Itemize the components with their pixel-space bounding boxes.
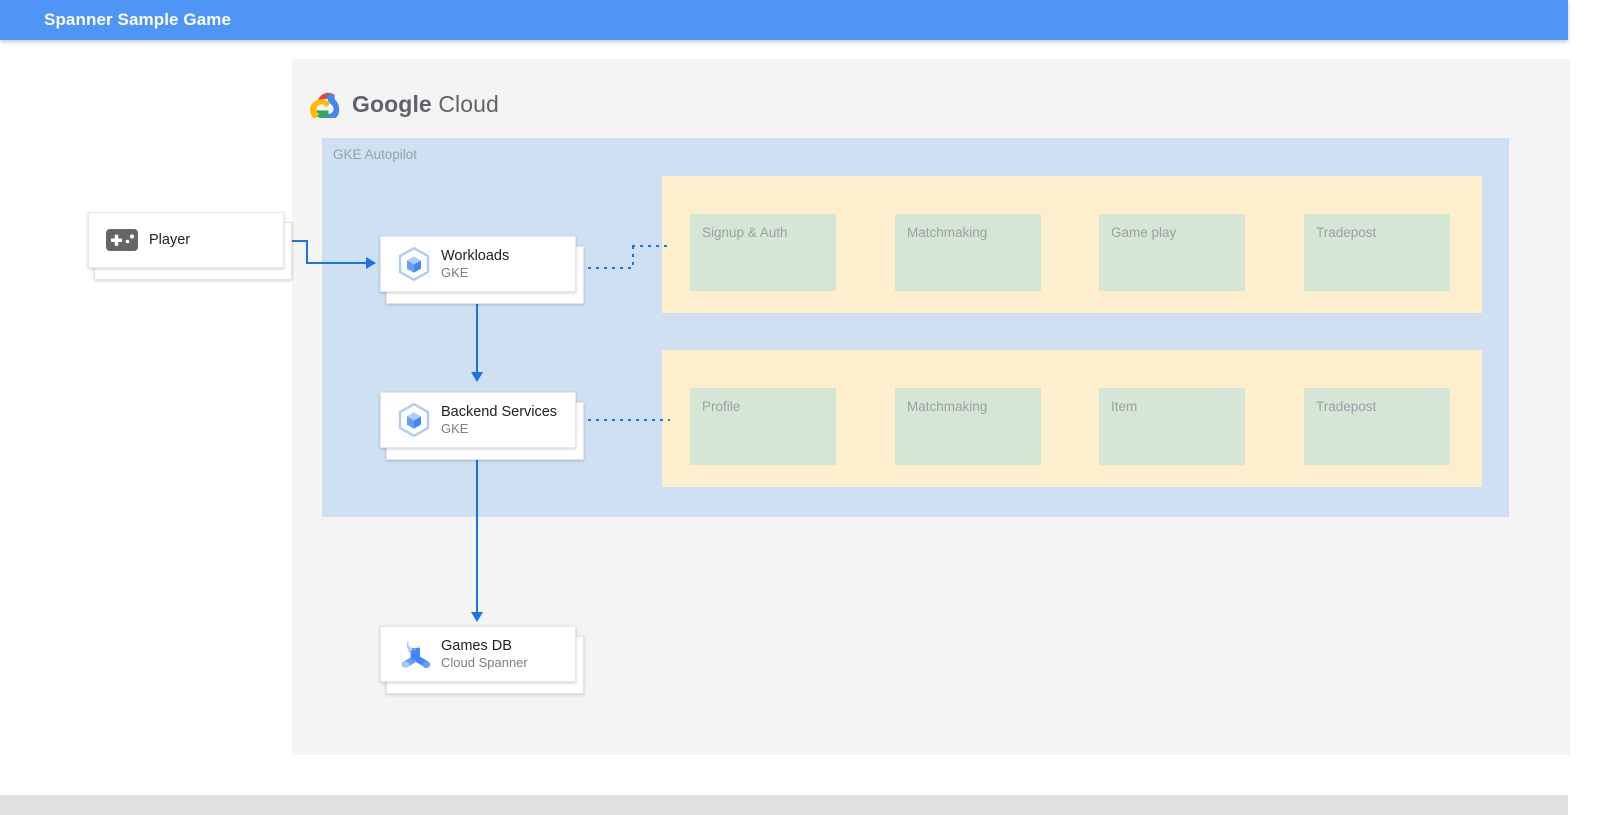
node-title: Backend Services — [441, 403, 558, 420]
service-box[interactable]: Profile — [690, 388, 836, 465]
node-workloads[interactable]: Workloads GKE — [380, 236, 584, 304]
node-title: Player — [149, 231, 191, 248]
app-title: Spanner Sample Game — [44, 10, 232, 29]
backend-services-group: Profile Matchmaking Item Tradepost — [662, 350, 1482, 487]
service-label: Tradepost — [1316, 399, 1377, 414]
gke-autopilot-label: GKE Autopilot — [333, 147, 418, 162]
node-text: Games DB Cloud Spanner — [441, 638, 528, 671]
node-title: Workloads — [441, 247, 510, 264]
service-label: Item — [1111, 399, 1138, 414]
node-games-db[interactable]: Games DB Cloud Spanner — [380, 626, 584, 694]
node-card[interactable]: Backend Services GKE — [380, 392, 576, 448]
node-card[interactable]: Player — [88, 212, 284, 268]
service-box[interactable]: Matchmaking — [895, 214, 1041, 291]
workloads-services-group: Signup & Auth Matchmaking Game play Trad… — [662, 176, 1482, 313]
node-player[interactable]: Player — [88, 212, 292, 280]
google-cloud-logo-icon — [310, 92, 340, 118]
service-box[interactable]: Matchmaking — [895, 388, 1041, 465]
wordmark-google: Google — [352, 91, 432, 117]
service-label: Game play — [1111, 225, 1177, 240]
app-bar: Spanner Sample Game — [0, 0, 1568, 40]
node-card[interactable]: Games DB Cloud Spanner — [380, 626, 576, 682]
service-box[interactable]: Game play — [1099, 214, 1245, 291]
gke-hexagon-icon — [393, 247, 435, 281]
gke-hexagon-icon — [393, 403, 435, 437]
node-title: Games DB — [441, 637, 512, 654]
service-label: Tradepost — [1316, 225, 1377, 240]
google-cloud-brand: Google Cloud — [310, 91, 499, 118]
node-subtitle: Cloud Spanner — [441, 654, 528, 670]
node-subtitle: GKE — [441, 264, 469, 280]
google-cloud-wordmark: Google Cloud — [352, 91, 499, 118]
node-text: Workloads GKE — [441, 248, 509, 281]
service-box[interactable]: Tradepost — [1304, 388, 1450, 465]
service-box[interactable]: Item — [1099, 388, 1245, 465]
node-card[interactable]: Workloads GKE — [380, 236, 576, 292]
cloud-spanner-icon — [393, 638, 435, 670]
service-label: Signup & Auth — [702, 225, 788, 240]
gamepad-icon — [101, 229, 143, 251]
node-subtitle: GKE — [441, 420, 469, 436]
service-label: Matchmaking — [907, 399, 988, 414]
wordmark-cloud: Cloud — [438, 91, 499, 117]
service-label: Profile — [702, 399, 741, 414]
service-box[interactable]: Signup & Auth — [690, 214, 836, 291]
node-backend-services[interactable]: Backend Services GKE — [380, 392, 584, 460]
footer-bar — [0, 795, 1568, 815]
node-text: Backend Services GKE — [441, 404, 557, 437]
node-text: Player — [149, 232, 190, 249]
service-label: Matchmaking — [907, 225, 988, 240]
service-box[interactable]: Tradepost — [1304, 214, 1450, 291]
gke-autopilot-zone: GKE Autopilot Signup & Auth Matchmaking … — [322, 138, 1509, 517]
